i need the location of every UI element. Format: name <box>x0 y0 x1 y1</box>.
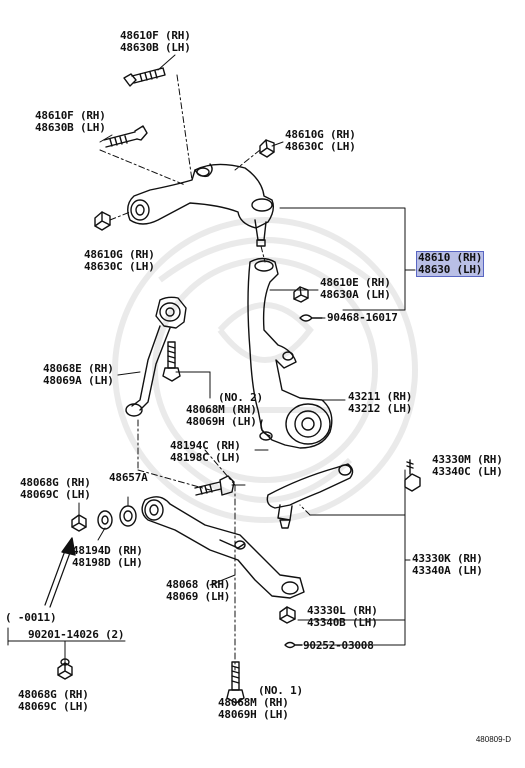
lower-ball-joint <box>266 463 354 529</box>
upper-nut-lower <box>94 211 111 231</box>
stabilizer-link <box>125 296 187 417</box>
lower-control-arm <box>141 496 305 599</box>
upper-control-arm <box>127 163 275 247</box>
upper-arm-bolt-top <box>123 67 166 87</box>
label-48194c[interactable]: 48194C (RH)48198C (LH) <box>170 439 241 464</box>
label-48068e[interactable]: 48068E (RH)48069A (LH) <box>43 362 114 387</box>
label-48610-upper-arm-highlighted[interactable]: 48610 (RH)48630 (LH) <box>416 251 485 277</box>
label-48610g-lower[interactable]: 48610G (RH)48630C (LH) <box>84 248 155 273</box>
lower-ball-joint-nut <box>279 606 296 624</box>
label-43330l[interactable]: 43330L (RH)43340B (LH) <box>307 604 378 629</box>
label-90252-03008[interactable]: 90252-03008 <box>303 639 374 652</box>
label-48068m-no2[interactable]: (NO. 2)48068M (RH)48069H (LH) <box>186 391 263 428</box>
label-48657a[interactable]: 48657A <box>109 471 148 484</box>
label-90468-16017[interactable]: 90468-16017 <box>327 311 398 324</box>
label-48068g-middle[interactable]: 48068G (RH)48069C (LH) <box>20 476 91 501</box>
label-48068g-bottom[interactable]: 48068G (RH)48069C (LH) <box>18 688 89 713</box>
bushing-washer <box>97 505 137 530</box>
label-48610e[interactable]: 48610E (RH)48630A (LH) <box>320 276 391 301</box>
label-90201-14026[interactable]: 90201-14026 (2) <box>28 628 125 641</box>
direction-arrow-icon <box>44 537 76 608</box>
stabilizer-bolt-no2 <box>162 341 181 382</box>
label-48194d[interactable]: 48194D (RH)48198D (LH) <box>72 544 143 569</box>
label-48068-lower-arm[interactable]: 48068 (RH)48069 (LH) <box>166 578 231 603</box>
label-43330k[interactable]: 43330K (RH)43340A (LH) <box>412 552 483 577</box>
knuckle-nut <box>293 286 309 303</box>
label-48610g-top[interactable]: 48610G (RH)48630C (LH) <box>285 128 356 153</box>
ball-joint-nut <box>404 459 421 492</box>
steering-knuckle <box>247 257 333 449</box>
stabilizer-bolt-no1 <box>226 661 245 704</box>
stabilizer-nut-bottom <box>57 658 73 680</box>
label-48610f-second[interactable]: 48610F (RH)48630B (LH) <box>35 109 106 134</box>
label-48610f-top[interactable]: 48610F (RH)48630B (LH) <box>120 29 191 54</box>
cotter-pin <box>299 314 323 322</box>
lower-cotter-pin <box>284 641 303 649</box>
label-date-range: ( -0011) <box>5 611 57 624</box>
lower-arm-bolt <box>194 475 235 496</box>
stabilizer-nut-middle <box>71 514 87 532</box>
label-48068m-no1[interactable]: (NO. 1)48068M (RH)48069H (LH) <box>218 684 303 721</box>
label-43211[interactable]: 43211 (RH)43212 (LH) <box>348 390 413 415</box>
upper-arm-bolt-second <box>103 125 148 148</box>
upper-nut-top <box>259 139 275 158</box>
diagram-code: 480809-D <box>475 735 511 744</box>
label-43330m[interactable]: 43330M (RH)43340C (LH) <box>432 453 503 478</box>
